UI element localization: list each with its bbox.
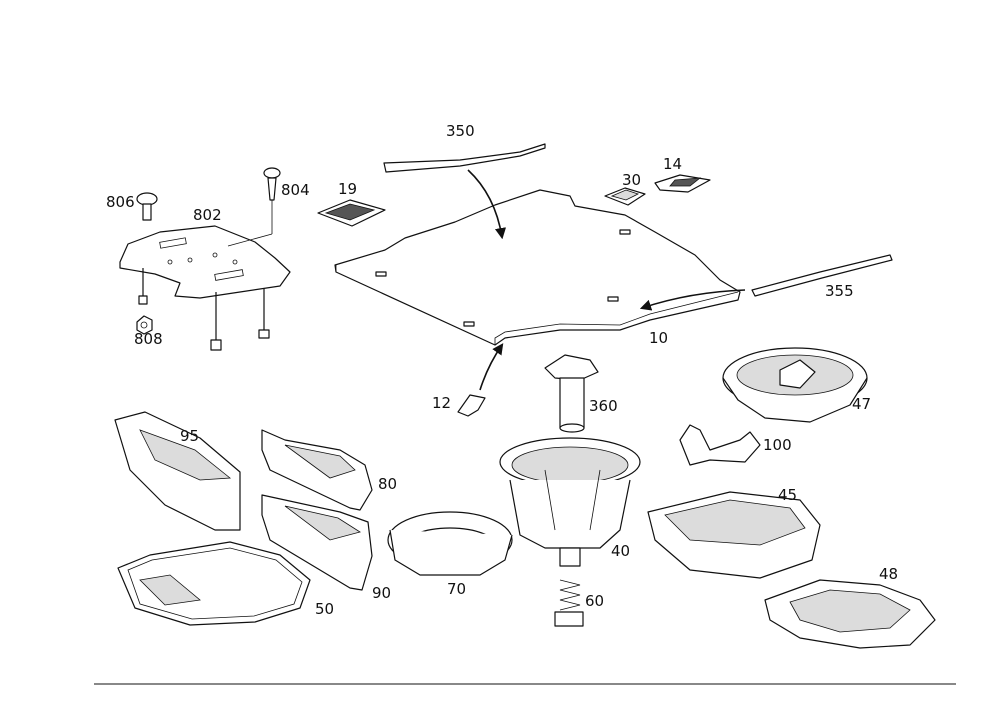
- part-360-shaft: [544, 354, 599, 433]
- part-14-clip: [654, 174, 711, 193]
- part-806-screw: [136, 192, 158, 221]
- label-50: 50: [315, 600, 335, 618]
- label-12: 12: [432, 394, 452, 412]
- label-355: 355: [825, 282, 854, 300]
- part-30-clip: [604, 187, 646, 206]
- part-808-nut: [136, 315, 153, 335]
- part-100-bracket: [679, 424, 761, 466]
- label-95: 95: [180, 427, 200, 445]
- label-70: 70: [447, 580, 467, 598]
- label-10: 10: [649, 329, 669, 347]
- label-806: 806: [106, 193, 135, 211]
- label-90: 90: [372, 584, 392, 602]
- part-10-floor-mat: [334, 189, 741, 346]
- label-804: 804: [281, 181, 310, 199]
- label-14: 14: [663, 155, 683, 173]
- label-60: 60: [585, 592, 605, 610]
- part-48-base: [764, 579, 936, 649]
- label-40: 40: [611, 542, 631, 560]
- part-45-tray: [647, 491, 821, 579]
- part-804-screw: [227, 167, 281, 247]
- label-47: 47: [852, 395, 872, 413]
- arrow-12-to-10: [479, 343, 504, 391]
- part-95-housing: [114, 411, 241, 531]
- label-802: 802: [193, 206, 222, 224]
- part-50-gasket: [117, 541, 311, 626]
- label-80: 80: [378, 475, 398, 493]
- part-40-cup: [499, 437, 641, 567]
- label-30: 30: [622, 171, 642, 189]
- arrow-350-to-10: [467, 169, 507, 240]
- part-19-connector: [317, 199, 386, 227]
- label-45: 45: [778, 486, 798, 504]
- part-80-support: [261, 429, 373, 511]
- part-47-tray: [722, 347, 868, 423]
- part-90-support: [261, 494, 373, 591]
- part-355-strip: [751, 254, 893, 297]
- arrow-355-to-10: [639, 289, 746, 311]
- label-360: 360: [589, 397, 618, 415]
- part-802-mounting-plate: [119, 225, 291, 351]
- label-48: 48: [879, 565, 899, 583]
- label-350: 350: [446, 122, 475, 140]
- label-100: 100: [763, 436, 792, 454]
- part-350-strip: [383, 143, 546, 173]
- part-70-gear-ring: [387, 511, 513, 576]
- label-19: 19: [338, 180, 358, 198]
- part-60-spring: [554, 579, 584, 627]
- part-12-latch: [457, 394, 486, 417]
- label-808: 808: [134, 330, 163, 348]
